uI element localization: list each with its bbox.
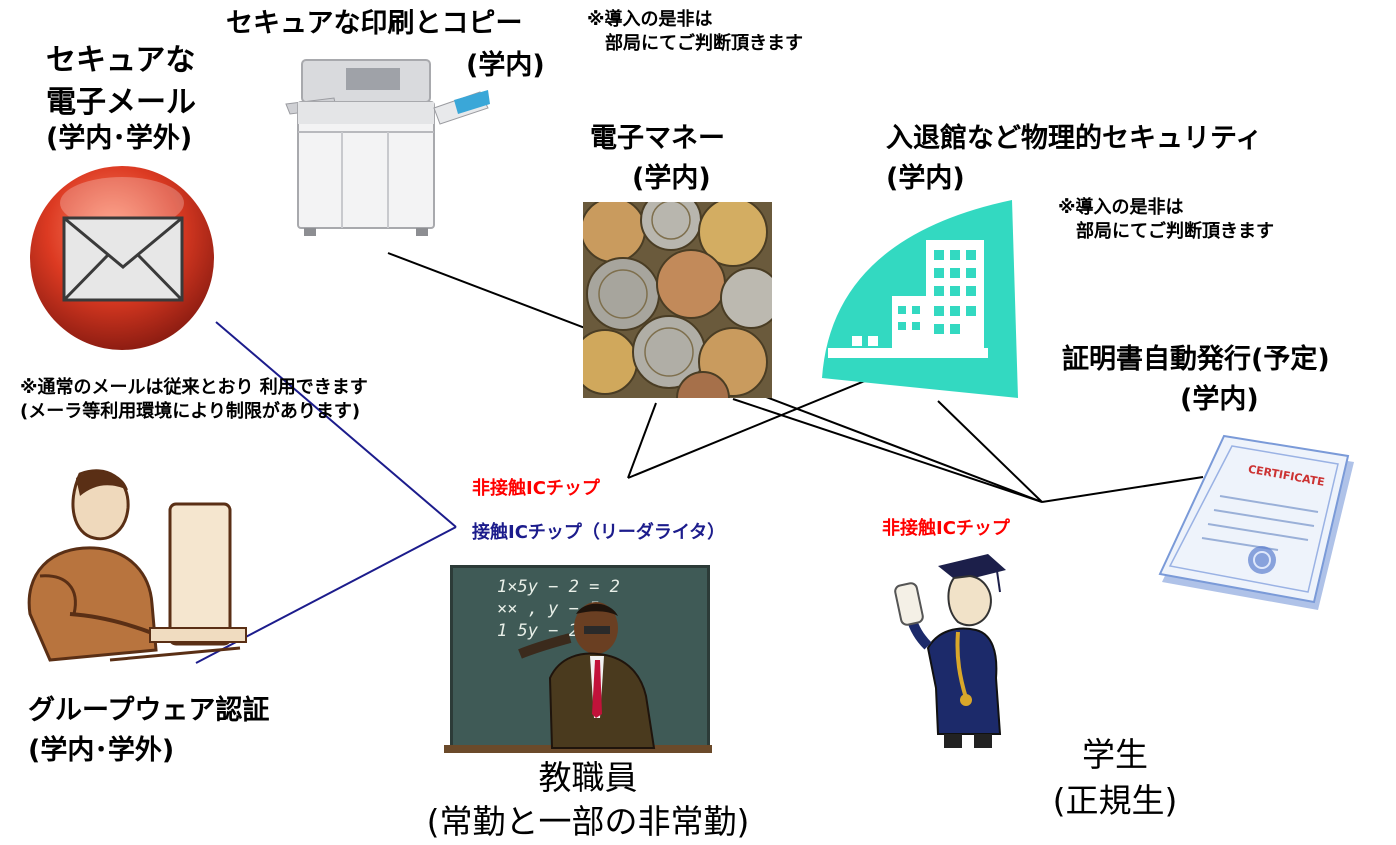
email-title-line2: 電子メール [46,85,196,120]
student-label-line1: 学生 [1082,735,1148,774]
print-note-line2: 部局にてご判断頂きます [605,33,803,55]
line-certificate-to-student [1041,476,1204,503]
graduate-icon [894,554,1006,748]
staff-label-line2: (常勤と一部の非常勤) [426,802,750,841]
certificate-title: 証明書自動発行(予定) [1062,344,1330,375]
email-icon [30,166,214,350]
certificate-icon: CERTIFICATE [1158,434,1354,610]
teacher-icon [518,602,656,749]
coins-image [583,202,772,398]
line-building-to-staff [627,377,873,479]
student-label: 学生 (正規生) [1030,732,1200,824]
staff-chip-contact: 接触ICチップ（リーダライタ） [472,522,726,543]
email-title: セキュアな 電子メール [46,40,196,124]
physical-note: ※導入の是非は 部局にてご判断頂きます [1058,196,1274,245]
chalkboard-line-2: ×× , y − 5 [497,599,600,619]
line-email-to-staff [215,321,457,528]
physical-title: 入退館など物理的セキュリティ [886,123,1263,154]
groupware-scope: (学内･学外) [28,735,175,766]
staff-label-line1: 教職員 [538,758,638,797]
chalkboard-text: 1×5y − 2 = 2 ×× , y − 5 1 5y − 2 [497,576,620,642]
print-note-line1: ※導入の是非は [587,9,713,30]
student-chip-noncontact: 非接触ICチップ [882,518,1010,539]
print-note: ※導入の是非は 部局にてご判断頂きます [587,8,803,57]
line-money-to-student [732,398,1043,503]
line-building-to-student [937,400,1043,503]
student-label-line2: (正規生) [1052,781,1178,820]
print-scope: (学内) [466,50,545,81]
staff-label: 教職員 (常勤と一部の非常勤) [398,756,778,844]
email-scope: (学内･学外) [46,123,193,154]
email-note: ※通常のメールは従来とおり 利用できます (メーラ等利用環境により制限があります… [20,376,368,425]
physical-note-line1: ※導入の是非は [1058,197,1184,218]
staff-chip-noncontact: 非接触ICチップ [472,478,600,499]
certificate-scope: (学内) [1180,384,1259,415]
chalkboard-line-1: 1×5y − 2 = 2 [497,577,620,597]
email-note-line1: ※通常のメールは従来とおり 利用できます [20,377,368,398]
printer-icon [285,59,490,236]
office-worker-icon [27,469,247,662]
money-title: 電子マネー [590,123,725,154]
physical-scope: (学内) [886,163,965,194]
chalkboard-line-3: 1 5y − 2 [497,621,579,641]
line-money-to-staff [627,402,657,479]
print-title: セキュアな印刷とコピー [226,8,523,39]
email-title-line1: セキュアな [46,43,196,78]
money-scope: (学内) [632,163,711,194]
physical-note-line2: 部局にてご判断頂きます [1076,221,1274,243]
building-icon [822,200,1018,398]
email-note-line2: (メーラ等利用環境により制限があります) [20,401,361,423]
groupware-title: グループウェア認証 [28,695,270,726]
